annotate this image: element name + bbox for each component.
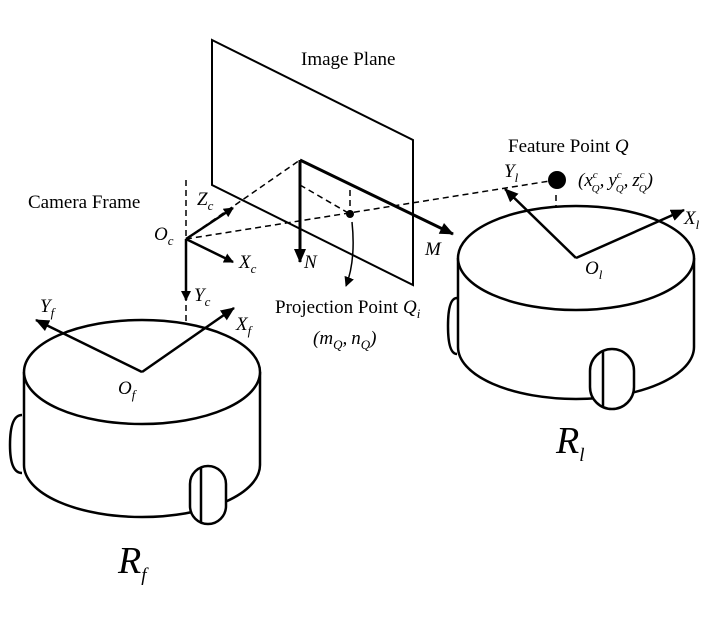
xc-label: Xc bbox=[238, 252, 257, 276]
m-axis-arrow bbox=[299, 158, 454, 236]
yl-axis-arrow bbox=[504, 188, 577, 259]
feature-point-dot bbox=[548, 171, 566, 189]
projection-point-dot bbox=[346, 210, 354, 218]
leader-side-wheel bbox=[446, 296, 458, 356]
xl-axis-arrow bbox=[575, 208, 685, 260]
ol-label: Ol bbox=[585, 258, 603, 282]
zc-label: Zc bbox=[197, 189, 214, 213]
image-plane-label: Image Plane bbox=[301, 49, 395, 70]
follower-robot-body bbox=[22, 372, 262, 519]
oc-label: Oc bbox=[154, 224, 174, 248]
follower-front-wheel bbox=[188, 464, 228, 526]
follower-robot bbox=[8, 318, 262, 526]
leader-front-wheel bbox=[588, 347, 636, 411]
leader-robot-label: Rl bbox=[555, 420, 585, 466]
image-axes bbox=[294, 158, 454, 263]
leader-axes bbox=[504, 188, 685, 260]
xf-axis-arrow bbox=[141, 306, 235, 374]
zc-axis-arrow bbox=[185, 206, 234, 241]
leader-robot bbox=[446, 204, 696, 411]
image-plane bbox=[211, 38, 414, 287]
xc-axis-arrow bbox=[185, 237, 234, 264]
camera-frame-label: Camera Frame bbox=[28, 192, 140, 213]
follower-axes bbox=[35, 306, 235, 374]
of-label: Of bbox=[118, 378, 138, 402]
n-axis-label: N bbox=[303, 252, 318, 273]
xf-label: Xf bbox=[235, 314, 254, 338]
m-axis-label: M bbox=[424, 239, 442, 260]
yl-label: Yl bbox=[504, 161, 519, 185]
follower-robot-label: Rf bbox=[117, 540, 149, 586]
projection-pointer-arrow bbox=[344, 221, 354, 287]
follower-side-wheel bbox=[8, 413, 23, 475]
camera-axes bbox=[181, 206, 234, 301]
projection-coordinates: (mQ,nQ) bbox=[313, 328, 376, 352]
yf-axis-arrow bbox=[35, 318, 143, 374]
leader-robot-body bbox=[456, 258, 696, 401]
yf-label: Yf bbox=[40, 296, 57, 320]
xl-label: Xl bbox=[683, 208, 700, 232]
yc-label: Yc bbox=[194, 285, 211, 309]
